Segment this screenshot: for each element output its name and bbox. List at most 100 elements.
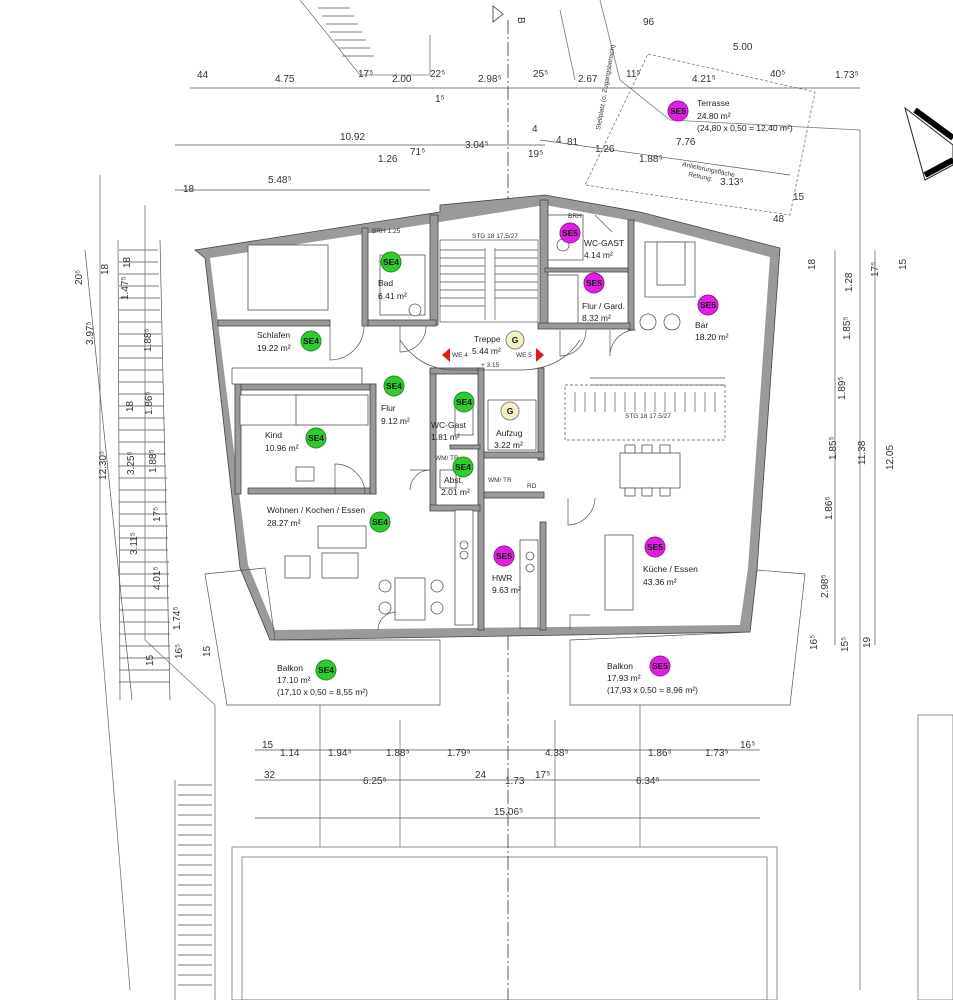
label: 11⁵ — [626, 69, 641, 80]
site-outlines — [99, 0, 953, 1000]
label: 24 — [475, 770, 487, 781]
unit-badge-se4-icon — [380, 251, 402, 273]
label: 17.10 m² — [277, 675, 311, 685]
unit-badge: SE5 — [700, 300, 716, 310]
label: 12.30⁵ — [98, 451, 109, 480]
label: 1.88⁵ — [148, 449, 159, 473]
label: 1.26 — [378, 154, 398, 165]
unit-badge-se4-icon — [453, 391, 475, 413]
arrow-left-icon — [442, 348, 450, 362]
label: 6.25⁵ — [363, 776, 387, 787]
room-bar: SE5 Bar 18.20 m² — [695, 294, 729, 342]
unit-badge: G — [507, 406, 514, 416]
dims-top: 44 4.75 17⁵ 2.00 22⁵ 2.98⁵ 25⁵ 2.67 11⁵ … — [197, 17, 859, 105]
label: 1.28 — [844, 272, 855, 292]
unit-badge: SE4 — [386, 381, 402, 391]
room-aufzug: G Aufzug 3.22 m² — [494, 401, 523, 450]
room-balkon-right: Balkon SE5 17.93 m² (17,93 x 0,50 = 8,96… — [607, 655, 698, 695]
label: Bar — [695, 320, 708, 330]
dims-left: 20⁵ 18 18 1.47⁵ 3.97⁵ 1.88⁵ 18 1.86⁵ 12.… — [74, 256, 213, 666]
label: 1.85⁵ — [828, 436, 839, 460]
label: 11.38 — [857, 440, 868, 465]
room-terrasse: SE5 Terrasse 24.80 m² (24,80 x 0,50 = 12… — [667, 98, 793, 133]
label: (17,93 x 0,50 = 8,96 m²) — [607, 685, 698, 695]
total-width-dim: 15.06⁵ — [494, 807, 523, 818]
label: WE 5 — [516, 352, 532, 359]
unit-badge-se5-icon — [667, 100, 689, 122]
label: WC-GAST — [584, 238, 624, 248]
label: 25⁵ — [533, 69, 548, 80]
label: 1.14 — [280, 748, 300, 759]
label: 24.80 m² — [697, 111, 731, 121]
unit-badge-se5-icon — [649, 655, 671, 677]
label: 4 — [532, 124, 538, 135]
unit-badge: SE5 — [652, 661, 668, 671]
label: 1.74⁵ — [172, 606, 183, 630]
label: 1.94⁵ — [328, 748, 352, 759]
label: 2.98⁵ — [478, 74, 502, 85]
label: 19⁵ — [528, 149, 543, 160]
room-schlafen: Schlafen 19.22 m² SE4 — [257, 330, 322, 353]
label: Balkon — [607, 661, 633, 671]
label: BRH — [568, 213, 582, 220]
label: 18 — [807, 258, 818, 270]
room-treppe: Treppe 5.44 m² G — [472, 330, 525, 356]
label: 4 — [556, 135, 562, 146]
unit-badge: SE4 — [383, 257, 399, 267]
label: 17.93 m² — [607, 673, 641, 683]
label: 5.48⁵ — [268, 175, 292, 186]
unit-badge-se4-icon — [305, 427, 327, 449]
label: 17⁵ — [358, 69, 373, 80]
label: 16⁵ — [809, 635, 820, 650]
label: 2.01 m² — [441, 487, 470, 497]
room-hwr: SE5 HWR 9.63 m² — [492, 545, 521, 595]
room-bad: SE4 Bad 6.41 m² — [378, 251, 407, 301]
room-wc-gast-right: SE5 WC-GAST 4.14 m² — [559, 222, 624, 260]
label: Treppe — [474, 334, 501, 344]
label: 1.73 — [505, 776, 525, 787]
label: Schlafen — [257, 330, 290, 340]
label: HWR — [492, 573, 512, 583]
label: 1.89⁵ — [837, 376, 848, 400]
room-kueche-essen: SE5 Küche / Essen 43.36 m² — [643, 536, 698, 587]
unit-badge: SE4 — [303, 336, 319, 346]
unit-badge: SE5 — [562, 228, 578, 238]
label: (24,80 x 0,50 = 12,40 m²) — [697, 123, 793, 133]
label: 5.00 — [733, 42, 753, 53]
label: 22⁵ — [430, 69, 445, 80]
label: 2.00 — [392, 74, 412, 85]
label: 43.36 m² — [643, 577, 677, 587]
rescue-label: Rettung: — [688, 171, 714, 183]
label: 4.01⁵ — [152, 566, 163, 590]
label: 2.67 — [578, 74, 598, 85]
label: 17⁵ — [152, 507, 163, 522]
label: 15 — [145, 654, 156, 666]
label: 4.38⁵ — [545, 748, 569, 759]
label: 1.81 m² — [431, 432, 460, 442]
label: 1.88⁵ — [386, 748, 410, 759]
unit-badge-se5-icon — [697, 294, 719, 316]
label: Aufzug — [496, 428, 523, 438]
label: 3.97⁵ — [85, 321, 96, 345]
label: 18 — [125, 400, 136, 412]
label: 15 — [262, 740, 274, 751]
label: 18 — [100, 263, 111, 275]
small-labels: STG 18 17.5/27 STG 18 17.5/27 BRH 1.25 B… — [372, 213, 671, 490]
label: 8.32 m² — [582, 313, 611, 323]
label: 32 — [264, 770, 276, 781]
entrance-markers — [442, 348, 544, 362]
label: 1⁵ — [435, 94, 445, 105]
dims-right: 18 1.28 17⁵ 15 1.85⁵ 1.89⁵ 1.85⁵ 11.38 1… — [807, 258, 909, 652]
label: 44 — [197, 70, 209, 81]
label: WM/ TR — [488, 477, 512, 484]
label: Wohnen / Kochen / Essen — [267, 505, 365, 515]
label: STG 18 17.5/27 — [472, 233, 518, 240]
label: 71⁵ — [410, 147, 425, 158]
label: + 3.15 — [481, 362, 500, 369]
label: 1.86⁵ — [648, 748, 672, 759]
label: 48 — [773, 214, 785, 225]
label: 15 — [898, 258, 909, 270]
label: 1.88⁵ — [639, 154, 663, 165]
label: 17⁵ — [535, 770, 550, 781]
